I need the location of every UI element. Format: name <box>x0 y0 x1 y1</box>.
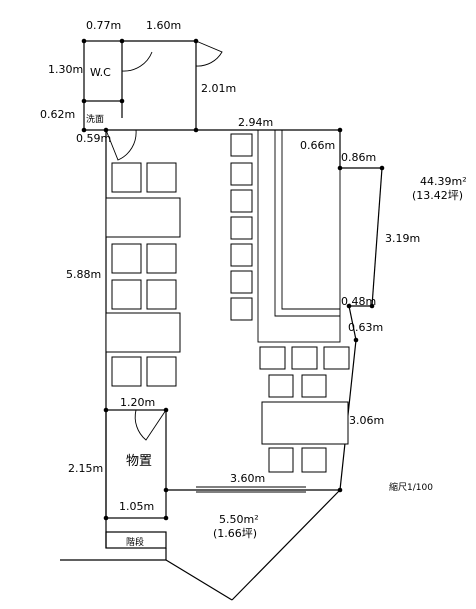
total-area-tsubo: (13.42坪) <box>412 189 463 202</box>
dim-storage-bottom: 1.05m <box>119 500 154 513</box>
dim-front-width: 3.60m <box>230 472 265 485</box>
point <box>163 407 169 413</box>
chair <box>146 162 177 193</box>
counter-stool <box>230 297 253 321</box>
dimension-labels: 0.77m 1.60m 1.30m 2.01m 0.62m 0.59m 2.94… <box>40 19 420 513</box>
point <box>81 127 87 133</box>
point <box>353 337 359 343</box>
point <box>103 127 109 133</box>
point <box>103 407 109 413</box>
total-area: 44.39m² <box>420 175 467 188</box>
chair <box>268 447 294 473</box>
terrace-right-edge <box>231 489 341 601</box>
point <box>119 38 125 44</box>
dim-corridor-top: 1.60m <box>146 19 181 32</box>
dim-counter-inner: 0.66m <box>300 139 335 152</box>
point <box>163 515 169 521</box>
entrance-door-swing <box>195 40 223 67</box>
terrace-area: 5.50m² <box>219 513 259 526</box>
chair <box>111 243 142 274</box>
counter-outer <box>257 129 341 343</box>
dim-right-drop: 2.01m <box>201 82 236 95</box>
table <box>105 312 181 353</box>
right-slanted-wall <box>371 167 383 307</box>
chair <box>301 374 327 398</box>
wc-label: W.C <box>90 66 111 79</box>
point <box>346 303 352 309</box>
dim-wc-width: 0.77m <box>86 19 121 32</box>
point <box>337 487 343 493</box>
dim-left-side: 5.88m <box>66 268 101 281</box>
wc-door-swing <box>121 41 153 72</box>
counter-stool <box>230 270 253 294</box>
point <box>163 487 169 493</box>
chair <box>111 279 142 310</box>
chair <box>111 162 142 193</box>
table <box>105 197 181 238</box>
chair <box>146 243 177 274</box>
counter-stool <box>230 162 253 186</box>
room-labels: W.C 洗面 物置 階段 縮尺1/100 <box>86 66 433 548</box>
counter-inner-line-2 <box>281 130 340 310</box>
dim-lower-right: 3.06m <box>349 414 384 427</box>
chair <box>301 447 327 473</box>
dim-notch-height: 0.63m <box>348 321 383 334</box>
counter-inner-line-1 <box>274 130 340 317</box>
point <box>193 38 199 44</box>
point <box>337 165 343 171</box>
counter-stool <box>230 189 253 213</box>
storage-label: 物置 <box>126 454 152 469</box>
front-window <box>196 486 306 493</box>
point <box>337 127 343 133</box>
dim-storage-side: 2.15m <box>68 462 103 475</box>
dim-wc-height: 1.30m <box>48 63 83 76</box>
dim-notch-width: 0.48m <box>341 295 376 308</box>
point <box>81 98 87 104</box>
walls <box>60 40 383 601</box>
dim-storage-top: 1.20m <box>120 396 155 409</box>
sink-label: 洗面 <box>86 113 104 125</box>
chair <box>291 346 318 370</box>
dimension-points <box>81 38 385 521</box>
counter-stool <box>230 243 253 267</box>
counter-stool <box>230 216 253 240</box>
point <box>379 165 385 171</box>
dim-right-top: 0.86m <box>341 151 376 164</box>
doors <box>105 40 223 441</box>
scale-label: 縮尺1/100 <box>389 481 433 493</box>
chair <box>146 356 177 387</box>
terrace-left-edge <box>165 559 233 601</box>
notch-side <box>348 305 357 341</box>
counter-stool <box>230 133 253 157</box>
chair <box>268 374 294 398</box>
storage-door-swing <box>134 409 167 441</box>
stairs-label: 階段 <box>126 536 144 548</box>
dim-counter-top: 2.94m <box>238 116 273 129</box>
chair <box>259 346 286 370</box>
table <box>261 401 349 445</box>
terrace-area-tsubo: (1.66坪) <box>213 527 257 540</box>
area-labels: 44.39m² (13.42坪) 5.50m² (1.66坪) <box>213 175 467 540</box>
chair <box>323 346 350 370</box>
chair <box>146 279 177 310</box>
point <box>119 98 125 104</box>
point <box>193 127 199 133</box>
dim-right-side: 3.19m <box>385 232 420 245</box>
point <box>103 515 109 521</box>
point <box>81 38 87 44</box>
dim-sink-height: 0.62m <box>40 108 75 121</box>
furniture <box>105 133 350 473</box>
point <box>369 303 375 309</box>
dim-door-width: 0.59m <box>76 132 111 145</box>
chair <box>111 356 142 387</box>
inner-door-swing <box>105 129 137 161</box>
stairs-outline <box>105 531 167 549</box>
